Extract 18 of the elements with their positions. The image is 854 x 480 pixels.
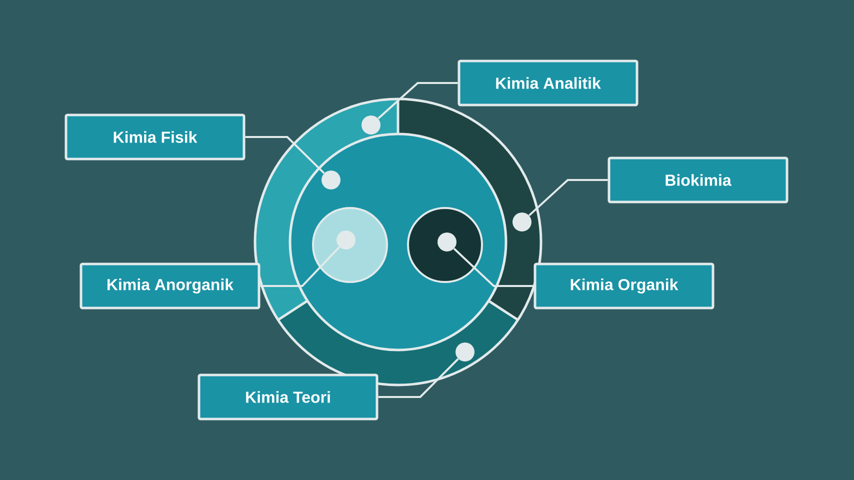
dot [512,212,532,232]
label-box: Biokimia [608,156,788,204]
dot [456,342,474,362]
leader-line [245,136,325,174]
dot [362,116,380,134]
leader-line [260,246,340,287]
label-box: Kimia Fisik [64,114,246,160]
label-box: Kimia Teori [198,374,378,420]
label-box: Kimia Analitik [458,60,638,106]
dot [322,170,340,190]
leader-line [378,82,458,120]
dot [336,230,356,250]
leader-line [453,248,534,287]
label-box: Kimia Organik [534,262,714,310]
leader-line [378,358,459,398]
label-box: Kimia Anorganik [80,262,260,310]
dot [438,232,456,252]
leader-line [528,179,608,216]
